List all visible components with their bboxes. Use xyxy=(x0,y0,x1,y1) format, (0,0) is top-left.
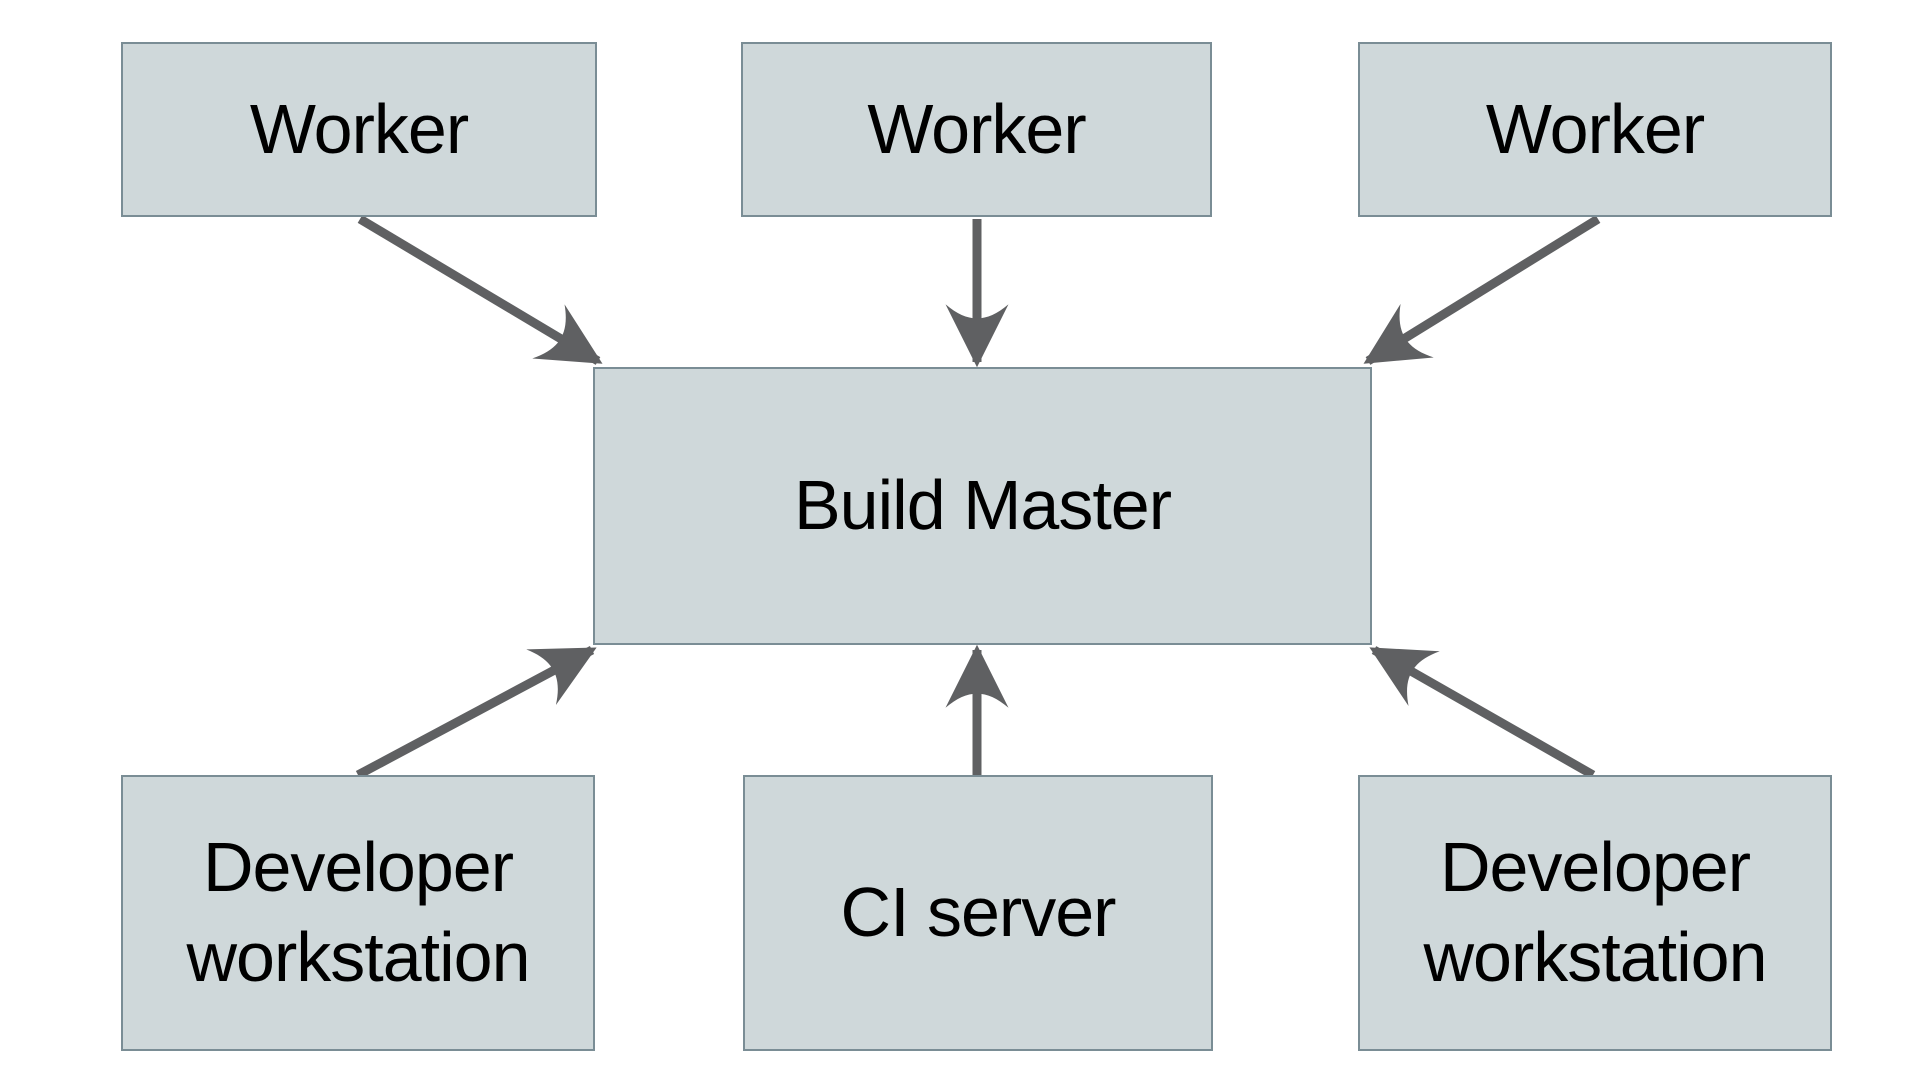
node-developer-workstation-left: Developer workstation xyxy=(121,775,595,1051)
node-build-master: Build Master xyxy=(593,367,1372,645)
edge-worker-right-to-build-master xyxy=(1363,215,1601,365)
node-worker-center: Worker xyxy=(741,42,1212,217)
node-label: Worker xyxy=(1485,89,1705,168)
node-label: Developer workstation xyxy=(186,828,530,996)
node-label: Developer workstation xyxy=(1423,828,1767,996)
node-developer-workstation-right: Developer workstation xyxy=(1358,775,1832,1051)
edge-developer-workstation-right-to-build-master xyxy=(1369,646,1596,779)
node-label: Build Master xyxy=(793,466,1172,545)
node-label: CI server xyxy=(840,873,1117,952)
edge-worker-left-to-build-master xyxy=(357,215,603,365)
node-label: Worker xyxy=(249,89,469,168)
edge-developer-workstation-left-to-build-master xyxy=(355,646,597,779)
node-worker-left: Worker xyxy=(121,42,597,217)
node-worker-right: Worker xyxy=(1358,42,1832,217)
node-label: Worker xyxy=(867,89,1086,168)
node-ci-server: CI server xyxy=(743,775,1213,1051)
